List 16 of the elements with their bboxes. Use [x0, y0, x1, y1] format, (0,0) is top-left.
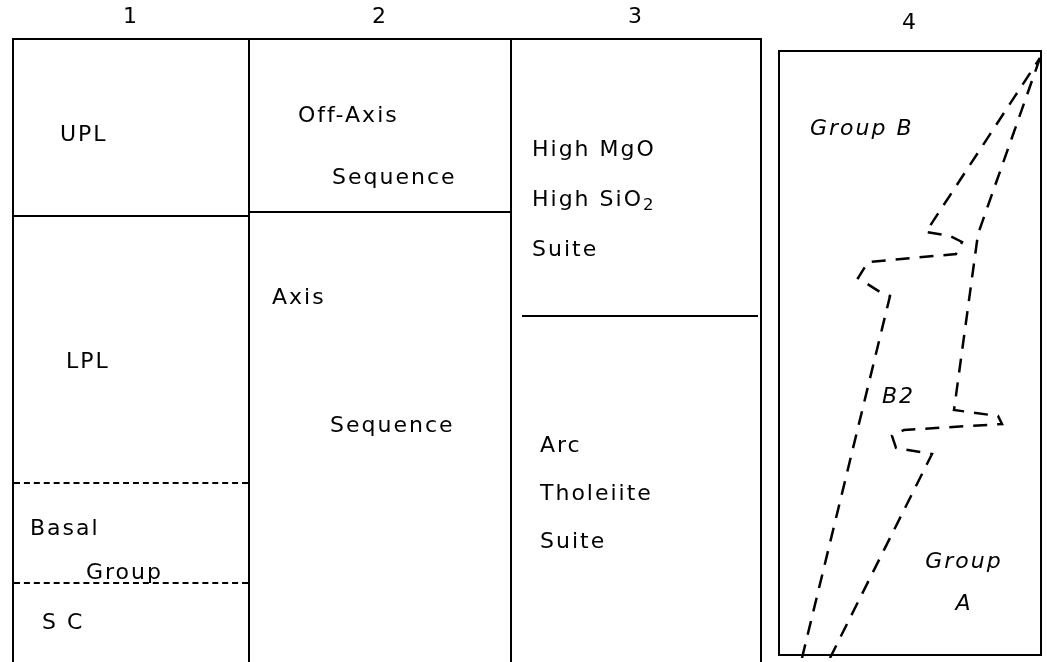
group-label: B2 — [882, 382, 916, 410]
column-number: 3 — [627, 2, 645, 30]
unit-label: UPL — [60, 120, 108, 148]
unit-label: S C — [42, 608, 85, 636]
column-number: 1 — [122, 2, 140, 30]
unit-label: Basal Group — [30, 514, 160, 586]
unit-label: Sequence — [330, 411, 455, 439]
unit-label: LPL — [66, 347, 110, 375]
unit-label: Arc Tholeiite Suite — [540, 431, 654, 555]
unit-label: High MgO High SiO$_{2}$ Suite — [532, 135, 657, 263]
group-label: Group A — [924, 547, 1004, 617]
unit-label: Axis — [272, 283, 326, 311]
column-number: 2 — [371, 2, 389, 30]
group-label: Group B — [810, 114, 914, 142]
column-number: 4 — [901, 8, 919, 36]
unit-label: Off-Axis Sequence — [298, 101, 458, 191]
